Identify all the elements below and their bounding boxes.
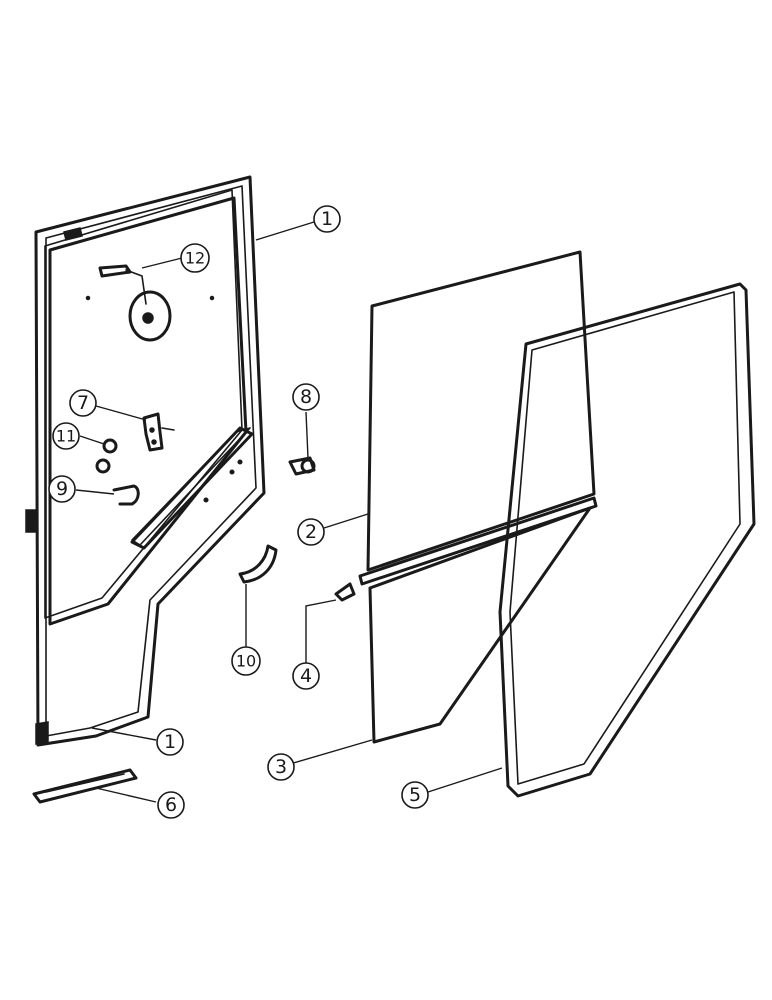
upper-glass-part [366,250,596,572]
svg-text:7: 7 [77,392,89,414]
svg-text:9: 9 [56,478,68,500]
hook-part [112,484,140,506]
callout-2: 2 [297,518,325,546]
callout-5: 5 [401,781,429,809]
nut-parts [95,438,118,474]
svg-text:11: 11 [56,427,76,446]
step-strip-part [32,768,138,804]
svg-text:6: 6 [165,794,177,816]
callout-7: 7 [69,389,97,417]
callout-11: 11 [52,422,80,450]
callout-12: 12 [180,243,210,273]
svg-text:1: 1 [164,731,176,753]
svg-text:10: 10 [236,652,256,671]
svg-text:8: 8 [300,386,312,408]
mirror-part [98,264,172,342]
svg-text:1: 1 [321,208,333,230]
callout-6: 6 [157,791,185,819]
svg-text:12: 12 [185,249,205,268]
seal-part [498,282,756,798]
door-frame [25,175,266,747]
handle-part [238,544,278,584]
callout-1-top: 1 [313,205,341,233]
svg-text:5: 5 [409,784,421,806]
latch-bracket-part [142,412,175,452]
glass-clip-part [334,582,356,602]
callout-1-bottom: 1 [156,728,184,756]
callout-3: 3 [267,753,295,781]
callout-10: 10 [231,646,261,676]
callout-4: 4 [292,662,320,690]
svg-text:3: 3 [275,756,287,778]
channel-strip [358,496,598,586]
knob-part [288,456,316,476]
svg-text:4: 4 [300,665,312,687]
leader-lines [75,221,503,803]
callout-8: 8 [292,383,320,411]
svg-text:2: 2 [305,521,317,543]
callout-9: 9 [48,475,76,503]
